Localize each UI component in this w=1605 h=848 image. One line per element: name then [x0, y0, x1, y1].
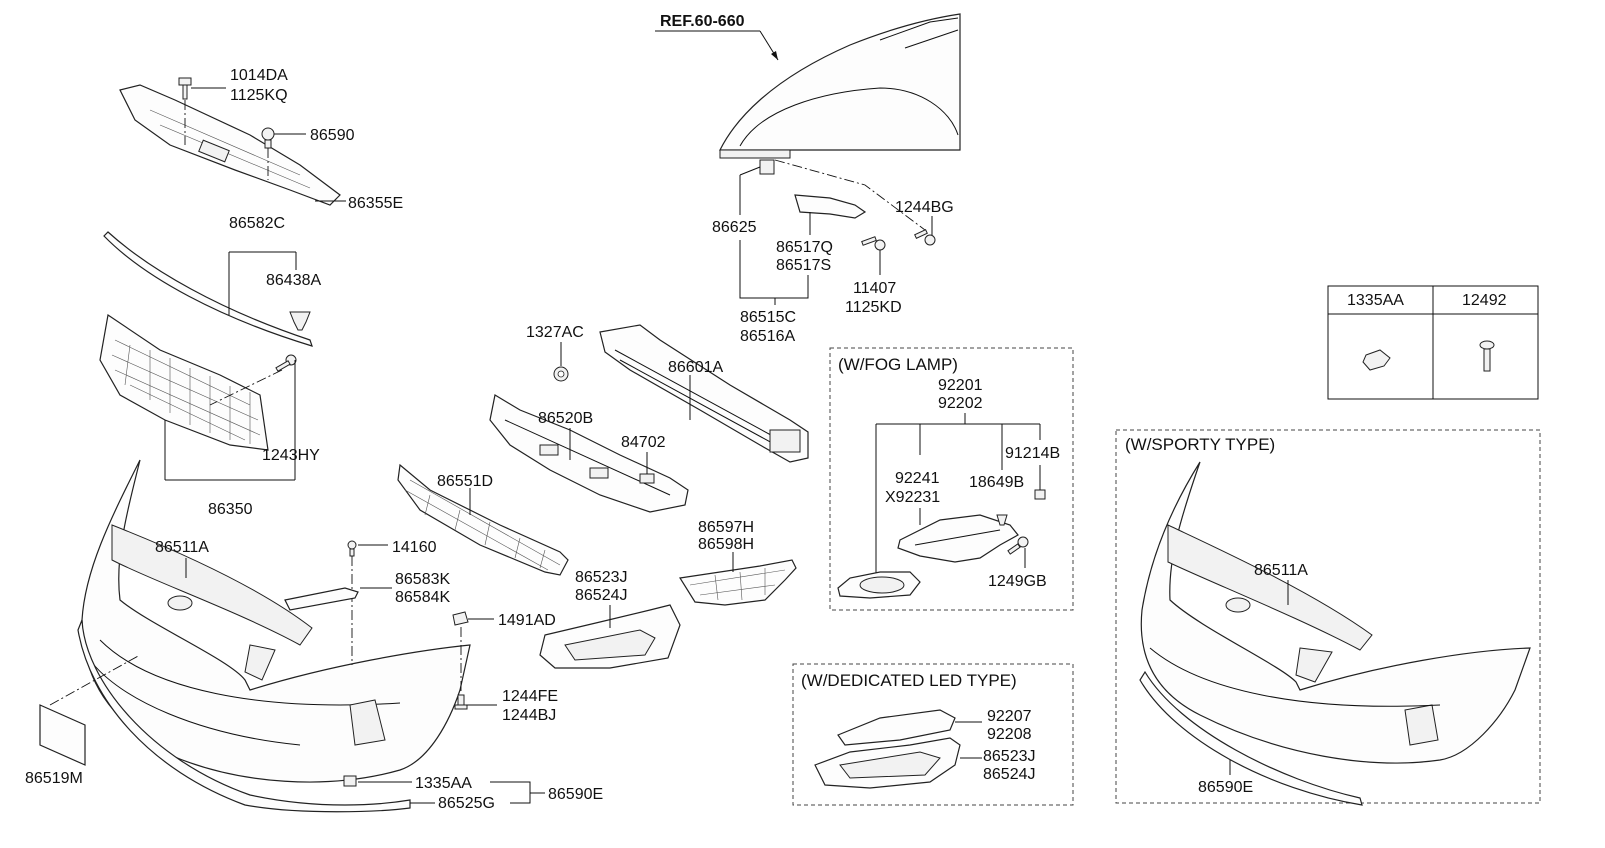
upper-cover-86355E: [119, 84, 341, 206]
label-86350: 86350: [208, 501, 253, 518]
fog-lamp-section-box: [829, 347, 1074, 611]
label-86355E: 86355E: [348, 195, 403, 212]
label-86519M: 86519M: [25, 770, 83, 787]
label-86625: 86625: [712, 219, 757, 236]
label-1244BG: 1244BG: [895, 199, 954, 216]
sporty-lower-lip-86590E: [1139, 670, 1363, 806]
label-X92231: X92231: [885, 489, 940, 506]
label-1244BJ: 1244BJ: [502, 707, 556, 724]
label-86597H: 86597H: [698, 519, 754, 536]
label-92201: 92201: [938, 377, 983, 394]
clip-91214B-icon: [1034, 489, 1046, 500]
label-92241: 92241: [895, 470, 940, 487]
lower-lip-86525G: [77, 619, 411, 813]
clip-14160-icon: [347, 540, 357, 557]
label-1125KQ: 1125KQ: [230, 87, 288, 104]
front-bumper-cover: [81, 459, 471, 783]
label-86598H: 86598H: [698, 536, 754, 553]
label-86517Q: 86517Q: [776, 239, 833, 256]
label-86520B: 86520B: [538, 410, 593, 427]
sporty-label-86590E: 86590E: [1198, 779, 1253, 796]
sporty-label-86511A: 86511A: [1254, 562, 1308, 579]
fog-lamp-bracket-92241: [897, 514, 1019, 563]
label-11407: 11407: [853, 280, 896, 297]
label-86524J: 86524J: [575, 587, 628, 604]
label-1249GB: 1249GB: [988, 573, 1047, 590]
bumper-beam-86601A: [599, 324, 809, 463]
led-bezel-86523J: [814, 737, 961, 789]
ref-label-group: REF.60-660: [655, 13, 779, 61]
ref-60-660-label: REF.60-660: [660, 13, 745, 30]
bezel-86523J: [539, 604, 681, 669]
table-header-12492: 12492: [1462, 292, 1507, 309]
lower-grille-86551D: [397, 463, 569, 576]
fender-reference-outline: [719, 13, 961, 159]
label-86525G: 86525G: [438, 795, 495, 812]
led-label-86524J: 86524J: [983, 766, 1036, 783]
sporty-section-title: (W/SPORTY TYPE): [1125, 435, 1275, 454]
clip-86625-icon: [759, 159, 775, 175]
label-92207: 92207: [987, 708, 1032, 725]
clip-1491AD-icon: [452, 611, 469, 626]
label-84702: 84702: [621, 434, 666, 451]
clip-18649B-icon: [996, 514, 1008, 526]
nut-1327AC-icon: [553, 366, 569, 382]
bracket-86583K: [284, 587, 359, 611]
label-1125KD: 1125KD: [845, 299, 902, 316]
radiator-grille-86350: [99, 313, 269, 451]
label-1243HY: 1243HY: [262, 447, 320, 464]
table-header-1335AA: 1335AA: [1347, 292, 1404, 309]
label-86601A: 86601A: [668, 359, 723, 376]
label-86583K: 86583K: [395, 571, 450, 588]
label-86523J: 86523J: [575, 569, 628, 586]
label-91214B: 91214B: [1005, 445, 1060, 462]
label-92202: 92202: [938, 395, 983, 412]
led-lamp-92207: [837, 709, 956, 746]
label-86582C: 86582C: [229, 215, 285, 232]
led-label-86523J: 86523J: [983, 748, 1036, 765]
screw-11407-icon: [861, 236, 886, 251]
label-86590E: 86590E: [548, 786, 603, 803]
label-86438A: 86438A: [266, 272, 321, 289]
screw-icon: [1479, 340, 1495, 372]
label-86551D: 86551D: [437, 473, 493, 490]
bolt-1244FE-icon: [454, 694, 468, 710]
label-86516A: 86516A: [740, 328, 795, 345]
label-18649B: 18649B: [969, 474, 1024, 491]
label-1014DA: 1014DA: [230, 67, 288, 84]
led-section-box: [792, 663, 1074, 806]
cover-86597H: [679, 559, 797, 606]
label-86517S: 86517S: [776, 257, 831, 274]
bracket-86517Q: [794, 194, 867, 219]
fog-lamp-92201: [837, 571, 921, 599]
bolt-1014DA-icon: [178, 77, 192, 100]
clip-86438A-icon: [289, 311, 311, 331]
bolt-1244BG-icon: [914, 228, 936, 246]
label-1335AA: 1335AA: [415, 775, 472, 792]
label-86515C: 86515C: [740, 309, 796, 326]
led-section-title: (W/DEDICATED LED TYPE): [801, 671, 1017, 690]
label-86584K: 86584K: [395, 589, 450, 606]
molding-strip-86582C: [103, 231, 313, 347]
label-1327AC: 1327AC: [526, 324, 584, 341]
nut-1335AA-icon: [343, 775, 357, 787]
screw-1249GB-icon: [1007, 536, 1029, 555]
license-bracket-86519M: [39, 704, 86, 766]
fog-lamp-section-title: (W/FOG LAMP): [838, 355, 958, 374]
label-plate-84702-icon: [639, 473, 655, 484]
label-14160: 14160: [392, 539, 437, 556]
sporty-section-box: [1115, 429, 1541, 804]
sporty-bumper-cover: [1140, 461, 1531, 764]
label-86511A: 86511A: [155, 539, 209, 556]
label-1244FE: 1244FE: [502, 688, 558, 705]
label-86590: 86590: [310, 127, 355, 144]
hardware-table: 1335AA 12492: [1327, 285, 1539, 400]
nut-icon: [1362, 349, 1391, 371]
label-92208: 92208: [987, 726, 1032, 743]
label-1491AD: 1491AD: [498, 612, 556, 629]
screw-1243HY-icon: [275, 354, 297, 372]
